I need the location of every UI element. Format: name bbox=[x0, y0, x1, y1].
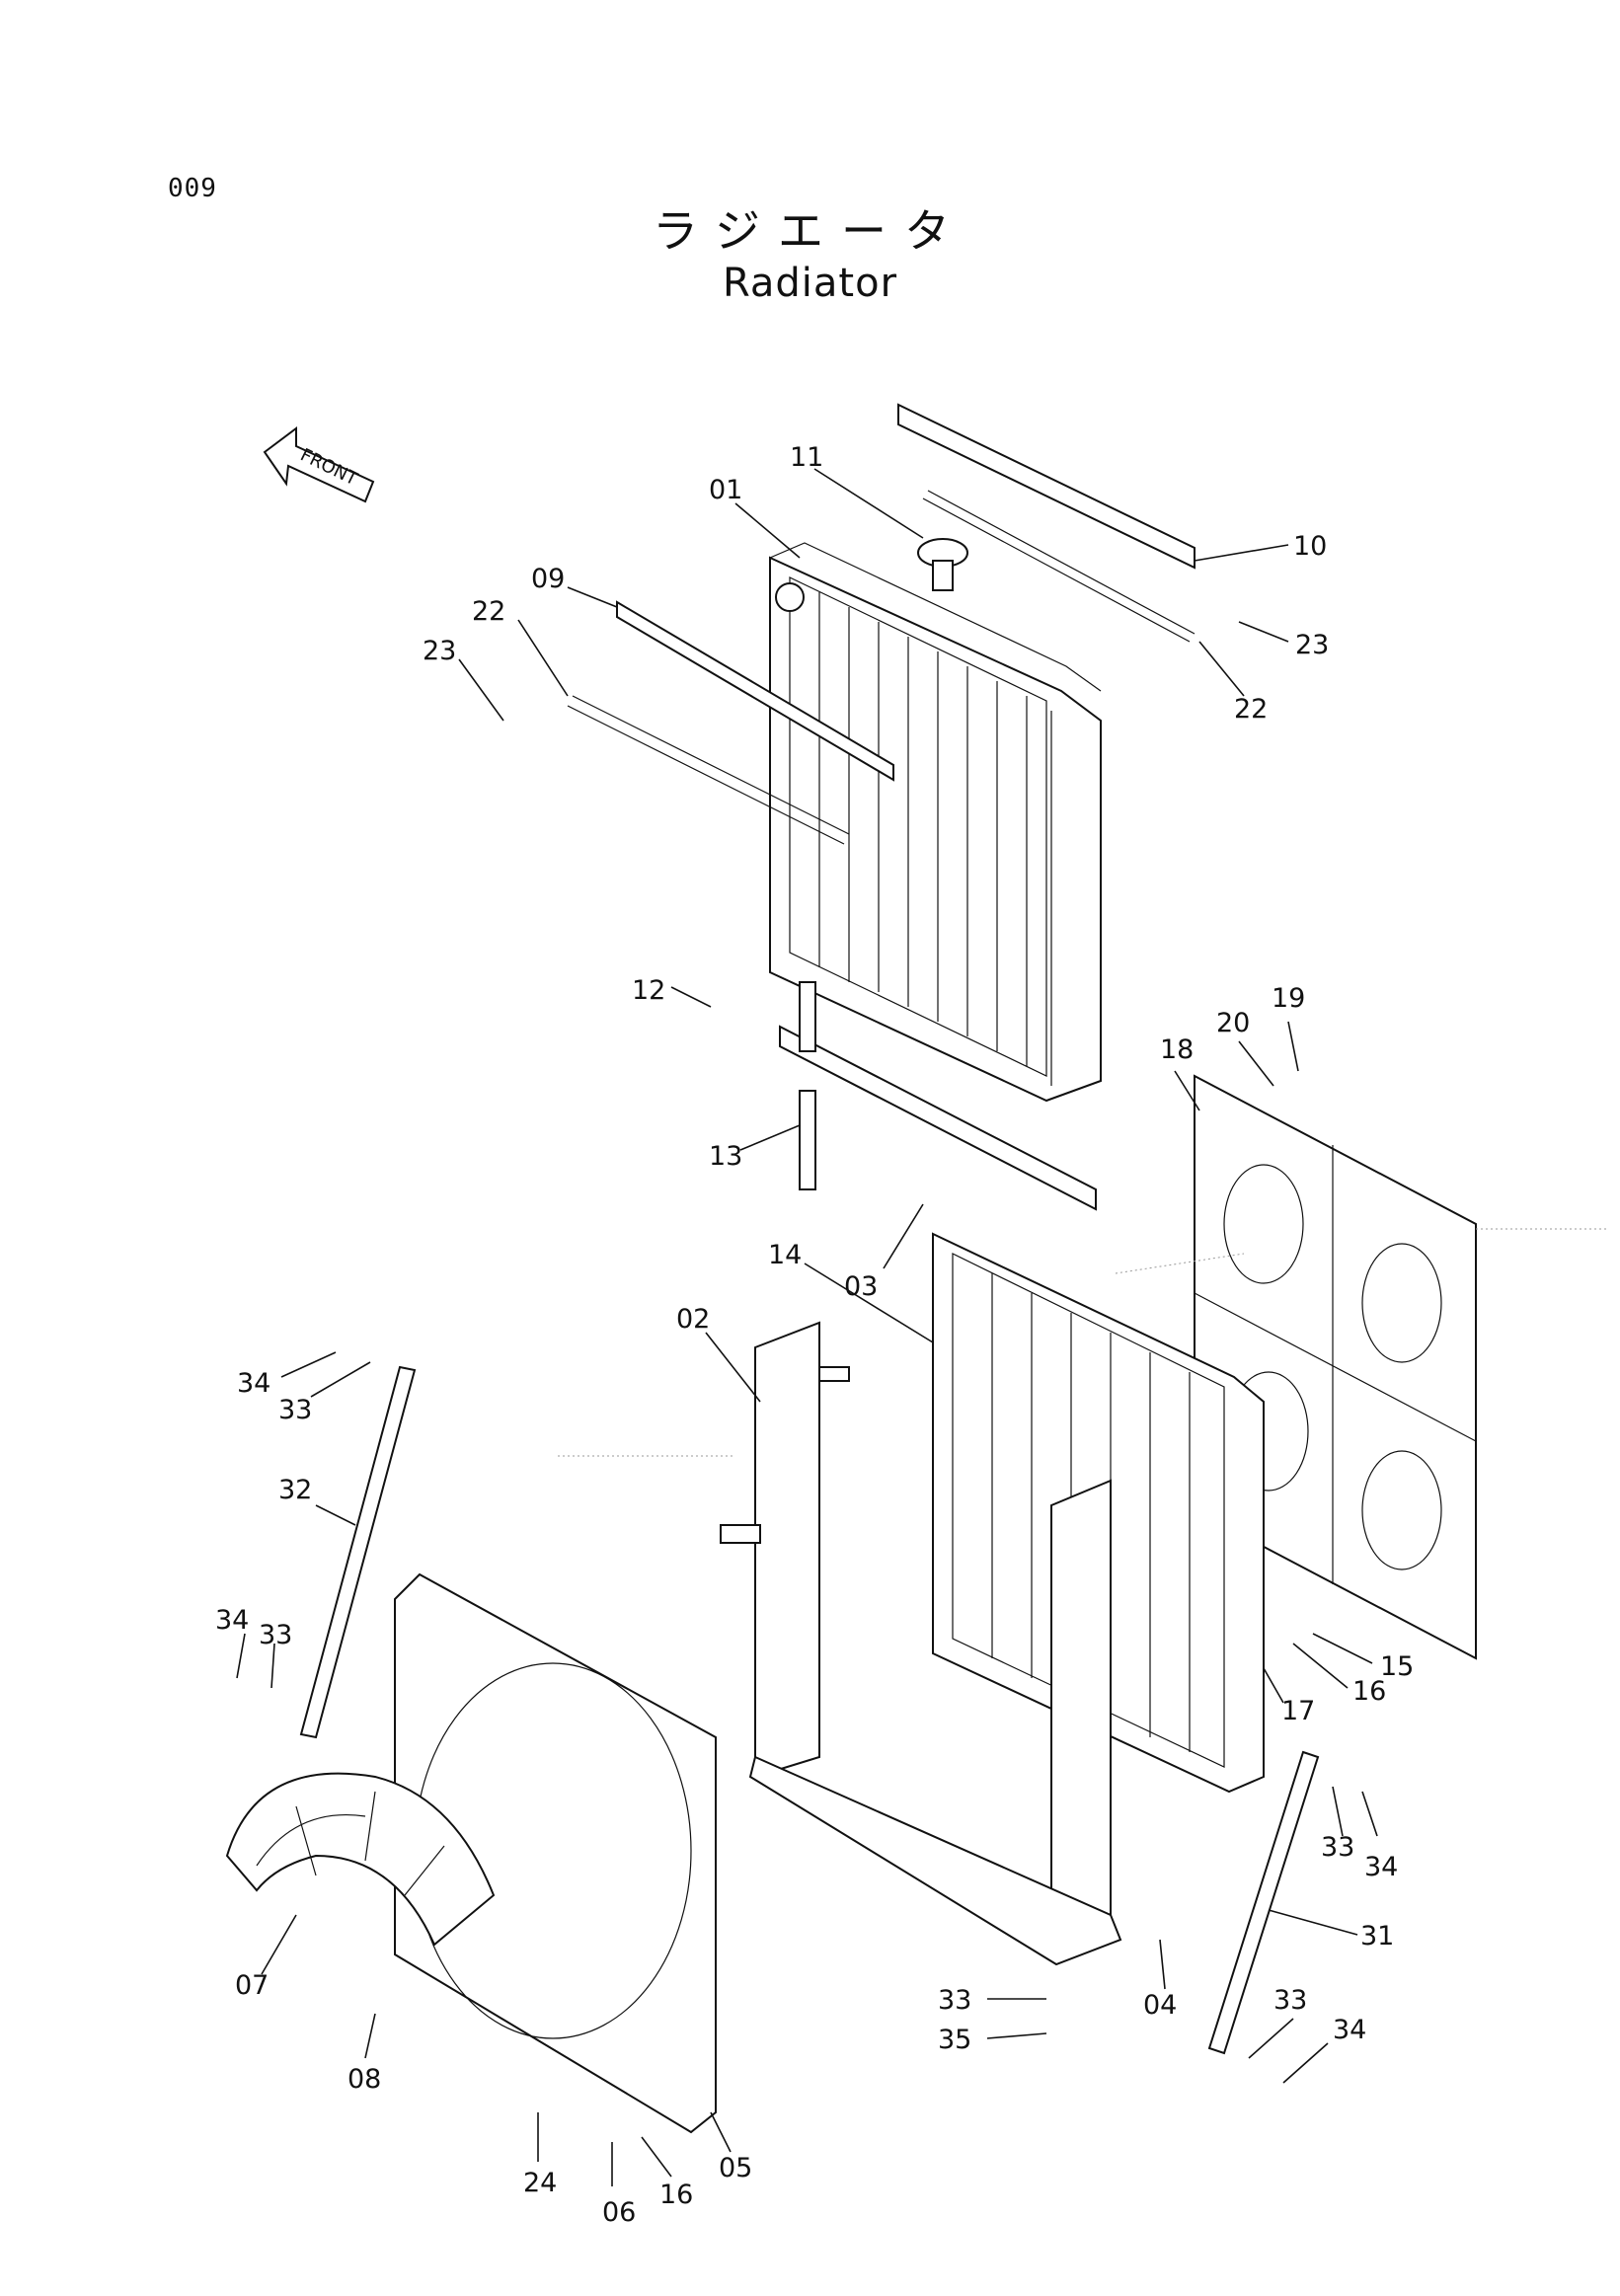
callout-33: 33 bbox=[938, 1985, 971, 2016]
callout-33: 33 bbox=[1273, 1985, 1307, 2016]
callout-04: 04 bbox=[1143, 1990, 1177, 2021]
callout-12: 12 bbox=[632, 975, 665, 1006]
callout-22: 22 bbox=[1234, 694, 1268, 725]
part-32-rod bbox=[299, 1365, 417, 1739]
callout-13: 13 bbox=[709, 1141, 742, 1172]
part-05-fan-shroud bbox=[394, 1572, 717, 2134]
callout-07: 07 bbox=[235, 1970, 269, 2001]
part-07-fan-guard bbox=[225, 1772, 496, 1947]
part-01-radiator bbox=[769, 542, 1102, 1103]
callout-33: 33 bbox=[278, 1395, 312, 1425]
callout-02: 02 bbox=[676, 1304, 710, 1335]
callout-34: 34 bbox=[215, 1605, 249, 1636]
title-japanese: ラジエータ bbox=[652, 204, 968, 258]
callout-24: 24 bbox=[523, 2168, 557, 2198]
callout-34: 34 bbox=[1333, 2015, 1366, 2045]
callout-01: 01 bbox=[709, 475, 742, 505]
callout-31: 31 bbox=[1360, 1921, 1394, 1952]
callout-14: 14 bbox=[768, 1240, 802, 1270]
callout-17: 17 bbox=[1281, 1696, 1315, 1726]
front-arrow-icon: FRONT bbox=[263, 426, 375, 503]
callout-33: 33 bbox=[1321, 1832, 1354, 1863]
callout-35: 35 bbox=[938, 2025, 971, 2055]
page-number: 009 bbox=[168, 174, 217, 203]
part-02-frame bbox=[720, 1321, 1122, 1966]
part-10-seal-strip bbox=[897, 403, 1196, 570]
callout-32: 32 bbox=[278, 1475, 312, 1505]
callout-15: 15 bbox=[1380, 1651, 1414, 1682]
callout-16: 16 bbox=[1352, 1676, 1386, 1707]
callout-16: 16 bbox=[659, 2180, 693, 2210]
callout-23: 23 bbox=[1295, 630, 1329, 660]
callout-33: 33 bbox=[259, 1620, 292, 1650]
callout-11: 11 bbox=[790, 442, 823, 473]
callout-08: 08 bbox=[347, 2064, 381, 2095]
leader-lines bbox=[236, 468, 1609, 2186]
callout-19: 19 bbox=[1272, 983, 1305, 1014]
callout-05: 05 bbox=[719, 2153, 752, 2183]
radiator-fins bbox=[818, 592, 1028, 1066]
part-13-hose bbox=[799, 1090, 816, 1190]
callout-20: 20 bbox=[1216, 1008, 1250, 1038]
part-09-seal-strip bbox=[616, 600, 894, 782]
part-03-seal-strip bbox=[779, 1025, 1097, 1211]
callout-10: 10 bbox=[1293, 531, 1327, 562]
callout-labels: 01 11 10 09 22 23 23 22 12 19 20 18 13 0… bbox=[215, 442, 1414, 2228]
callout-18: 18 bbox=[1160, 1034, 1194, 1065]
callout-03: 03 bbox=[844, 1271, 878, 1302]
part-31-rod bbox=[1207, 1750, 1320, 2055]
callout-23: 23 bbox=[423, 636, 456, 666]
title-english: Radiator bbox=[722, 261, 898, 306]
callout-22: 22 bbox=[472, 596, 505, 627]
callout-34: 34 bbox=[237, 1368, 270, 1399]
callout-09: 09 bbox=[531, 564, 565, 594]
callout-06: 06 bbox=[602, 2197, 636, 2228]
callout-34: 34 bbox=[1364, 1852, 1398, 1882]
part-11-radiator-cap bbox=[917, 538, 968, 591]
part-18-screen bbox=[1194, 1074, 1477, 1660]
